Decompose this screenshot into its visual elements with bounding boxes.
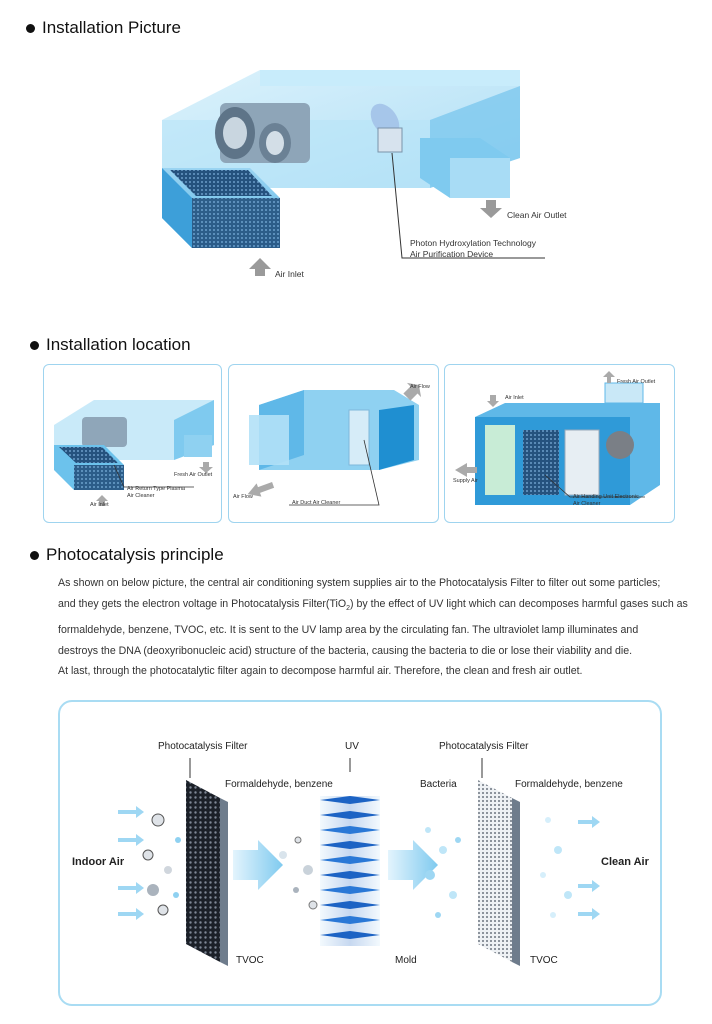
diagram-tvoc2-label: TVOC [530, 955, 558, 966]
section-title-photocatalysis-principle: Photocatalysis principle [30, 545, 224, 565]
diagram-formaldehyde2-label: Formaldehyde, benzene [515, 779, 623, 790]
location-panel-ahu [444, 364, 675, 523]
diagram-uv-label: UV [345, 741, 359, 752]
p3-device-label-line1: Air Handing Unit Electronic [573, 494, 639, 500]
principle-line: As shown on below picture, the central a… [58, 577, 661, 589]
p2-air-flow-bottom-label: Air Flow [233, 494, 253, 500]
section-title-installation-location: Installation location [30, 335, 191, 355]
section-title-text: Installation location [46, 335, 191, 354]
bullet-icon [26, 23, 35, 33]
installation-picture-illustration [140, 48, 580, 298]
section-title-text: Installation Picture [42, 18, 181, 37]
p1-device-label-line2: Air Cleaner [127, 493, 155, 499]
p2-device-label: Air Duct Air Cleaner [292, 500, 341, 506]
principle-paragraph: As shown on below picture, the central a… [58, 573, 688, 682]
section-title-text: Photocatalysis principle [46, 545, 224, 564]
p2-air-flow-top-label: Air Flow [410, 384, 430, 390]
section-title-installation-picture: Installation Picture [26, 18, 181, 38]
diagram-formaldehyde1-label: Formaldehyde, benzene [225, 779, 333, 790]
diagram-filter2-label: Photocatalysis Filter [439, 741, 529, 752]
diagram-indoor-air-label: Indoor Air [72, 856, 125, 868]
uv-lamp [320, 796, 380, 946]
photocatalysis-diagram [118, 758, 600, 966]
location-panel-air-duct [228, 364, 439, 523]
diagram-tvoc1-label: TVOC [236, 955, 264, 966]
bullet-icon [30, 550, 39, 560]
principle-line: formaldehyde, benzene, TVOC, etc. It is … [58, 623, 639, 636]
clean-air-outlet-label: Clean Air Outlet [507, 210, 567, 220]
principle-line: At last, through the photocatalytic filt… [58, 665, 583, 678]
bullet-icon [30, 340, 39, 350]
air-inlet-label: Air Inlet [275, 269, 304, 279]
principle-line: destroys the DNA (deoxyribonucleic acid)… [58, 644, 633, 657]
location-panel-air-return [43, 364, 222, 523]
p1-fresh-air-outlet-label: Fresh Air Outlet [174, 472, 213, 478]
device-label-line2: Air Purification Device [410, 249, 494, 259]
p3-supply-air-label: Supply Air [453, 478, 478, 484]
p3-air-inlet-label: Air Inlet [505, 395, 524, 401]
p3-fresh-air-outlet-label: Fresh Air Outlet [617, 379, 656, 385]
p1-air-inlet-label: Air Inlet [90, 502, 109, 508]
diagram-filter1-label: Photocatalysis Filter [158, 741, 248, 752]
p1-device-label-line1: Air Return Type Plasma [127, 486, 185, 492]
diagram-clean-air-label: Clean Air [601, 856, 649, 868]
diagram-mold-label: Mold [395, 955, 417, 966]
principle-line: and they gets the electron voltage in Ph… [58, 597, 688, 612]
device-label-line1: Photon Hydroxylation Technology [410, 238, 537, 248]
p3-device-label-line2: Air Cleaner [573, 501, 601, 507]
diagram-bacteria-label: Bacteria [420, 779, 457, 790]
